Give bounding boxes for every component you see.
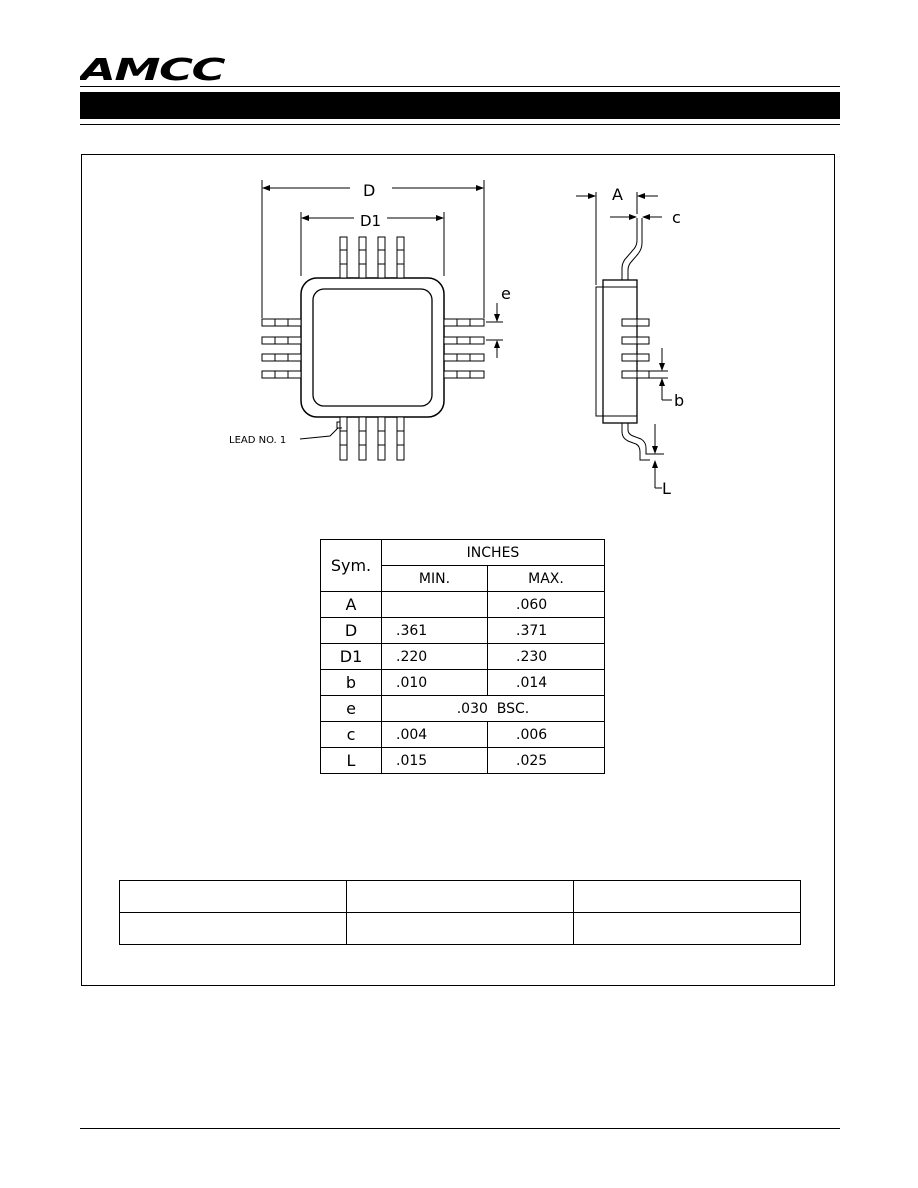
min-cell: .220 (381, 643, 488, 670)
max-cell: .230 (487, 643, 605, 670)
bsc-cell: .030 BSC. (381, 695, 605, 722)
max-cell: .014 (487, 669, 605, 696)
top-leads (339, 236, 405, 279)
sym-cell: e (320, 695, 382, 722)
sym-cell: D (320, 617, 382, 644)
table-row (119, 880, 801, 913)
inches-header: INCHES (381, 539, 605, 566)
header-black-bar (80, 92, 840, 119)
table-row: b .010 .014 (320, 669, 605, 696)
footer-rule (80, 1128, 840, 1129)
empty-info-table (119, 880, 801, 945)
table-row: D1 .220 .230 (320, 643, 605, 670)
table-row (119, 912, 801, 945)
table-row: A .060 (320, 591, 605, 618)
sym-cell: D1 (320, 643, 382, 670)
max-cell: .025 (487, 747, 605, 774)
min-cell: .015 (381, 747, 488, 774)
dimension-table: Sym. INCHES MIN. MAX. A .060 D .361 .371… (320, 539, 605, 774)
dim-label-A: A (612, 185, 623, 204)
table-cell (346, 912, 574, 945)
dim-label-D1: D1 (360, 212, 381, 230)
header-rule-bottom (80, 124, 840, 125)
dim-label-D: D (363, 181, 375, 200)
table-cell (573, 880, 801, 913)
table-row: L .015 .025 (320, 747, 605, 774)
table-row: e .030 BSC. (320, 695, 605, 722)
max-header: MAX. (487, 565, 605, 592)
content-frame (81, 154, 835, 986)
max-cell: .006 (487, 721, 605, 748)
sym-cell: A (320, 591, 382, 618)
max-cell: .371 (487, 617, 605, 644)
side-view (576, 192, 672, 489)
table-cell (119, 880, 347, 913)
table-cell (573, 912, 801, 945)
logo-text: AMCC (80, 54, 226, 82)
sym-cell: b (320, 669, 382, 696)
header-rule-top (80, 86, 840, 87)
top-view (261, 180, 503, 461)
lead-no-1-label: LEAD NO. 1 (229, 435, 286, 446)
min-cell: .004 (381, 721, 488, 748)
table-row: c .004 .006 (320, 721, 605, 748)
dim-label-e: e (501, 284, 511, 303)
amcc-logo: AMCC (80, 54, 226, 82)
dim-label-b: b (674, 391, 684, 410)
sym-cell: L (320, 747, 382, 774)
sym-header: Sym. (320, 539, 382, 592)
min-cell: .010 (381, 669, 488, 696)
bottom-leads (339, 416, 405, 461)
table-cell (346, 880, 574, 913)
min-cell: .361 (381, 617, 488, 644)
left-leads (261, 318, 302, 379)
table-cell (119, 912, 347, 945)
max-cell: .060 (487, 591, 605, 618)
table-row: D .361 .371 (320, 617, 605, 644)
min-cell (381, 591, 488, 618)
right-leads (443, 318, 485, 379)
dim-label-L: L (662, 479, 671, 498)
sym-cell: c (320, 721, 382, 748)
dim-label-c: c (672, 208, 681, 227)
min-header: MIN. (381, 565, 488, 592)
